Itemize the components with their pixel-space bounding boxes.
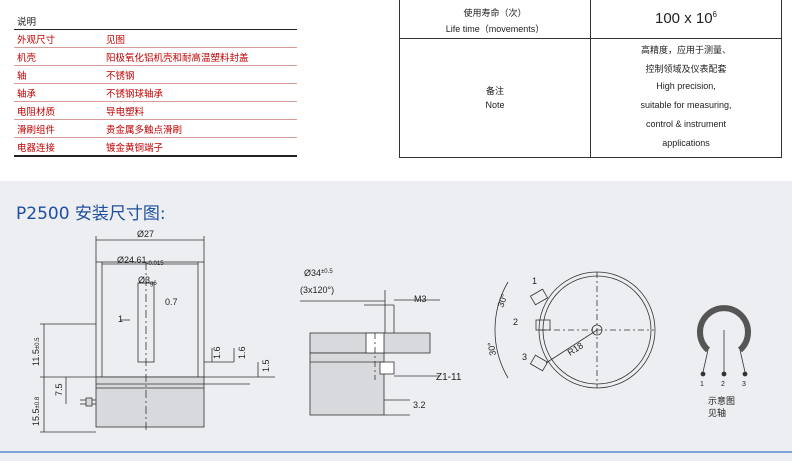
table-row: 电阻材质导电塑料 [14, 101, 297, 120]
life-table: 使用寿命（次） Life time（movements） 100 x 106 备… [399, 0, 782, 158]
spec-key: 外观尺寸 [14, 29, 103, 48]
spec-value: 镀金黄铜端子 [103, 137, 297, 157]
note-line: 高精度，应用于测量、 [640, 45, 731, 55]
dim-3x120: (3x120°) [300, 285, 334, 295]
dim-1-6b: 1.6 [237, 346, 247, 359]
spec-value: 不锈钢球轴承 [103, 83, 297, 102]
table-row: 轴承不锈钢球轴承 [14, 83, 297, 102]
table-divider [590, 0, 591, 157]
rear-view [494, 271, 656, 389]
dim-angle-30b: 30° [486, 341, 498, 357]
terminal-label: 2 [513, 317, 518, 327]
schematic-caption: 见轴 [708, 407, 726, 419]
spec-value: 阳极氧化铝机壳和耐高温塑料封盖 [103, 47, 297, 66]
dim-0-7: 0.7 [165, 297, 178, 307]
terminal-label: 3 [522, 352, 527, 362]
note-label-cn: 备注 [485, 86, 504, 96]
dim-7-5: 7.5 [54, 383, 64, 396]
spec-key: 滑刷组件 [14, 119, 103, 138]
dim-dia2461: Ø24.61-0.015 [117, 255, 164, 267]
spec-key: 轴承 [14, 83, 103, 102]
schematic-pin-label: 1 [700, 381, 704, 388]
dim-3-2: 3.2 [413, 400, 426, 410]
note-line: suitable for measuring, [640, 100, 732, 110]
dim-1: 1 [118, 314, 123, 324]
dim-1-5: 1.5 [261, 359, 271, 372]
note-label-en: Note [485, 100, 505, 110]
spec-value: 贵金属多触点滑刷 [103, 119, 297, 138]
spec-key: 电阻材质 [14, 101, 103, 120]
dim-z1-11: Z1-11 [436, 372, 462, 383]
table-row: 滑刷组件贵金属多触点滑刷 [14, 119, 297, 138]
table-row: 轴不锈钢 [14, 65, 297, 84]
footer-rule [0, 451, 792, 453]
note-line: High precision, [656, 81, 716, 91]
table-row: 电器连接镀金黄铜端子 [14, 137, 297, 157]
life-label-cn: 使用寿命（次） [463, 8, 527, 18]
terminal-label: 1 [532, 276, 537, 286]
dim-15-5: 15.5±0.8 [31, 396, 41, 426]
table-row: 外观尺寸见图 [14, 29, 297, 48]
schematic-caption: 示意图 [708, 395, 735, 407]
spec-value: 见图 [103, 29, 297, 48]
spec-value: 不锈钢 [103, 65, 297, 84]
spec-key: 机壳 [14, 47, 103, 66]
note-line: 控制领域及仪表配套 [645, 64, 727, 74]
note-line: applications [662, 138, 710, 148]
dim-dia27: Ø27 [137, 229, 154, 239]
schematic-pin-label: 2 [721, 381, 725, 388]
dim-1-6a: 1.6 [212, 346, 222, 359]
spec-key: 轴 [14, 65, 103, 84]
dim-dia3: Ø3g6 [138, 275, 157, 287]
dim-11-5: 11.5±0.5 [31, 337, 41, 366]
dim-angle-30a: 30° [495, 292, 509, 309]
life-value: 100 x 106 [655, 10, 717, 27]
dim-m3: M3 [414, 294, 427, 304]
section-title: P2500 安装尺寸图: [16, 204, 166, 224]
spec-table-header: 说明 [14, 12, 297, 30]
spec-value: 导电塑料 [103, 101, 297, 120]
dim-r18: R18 [566, 340, 585, 357]
schematic-symbol [697, 305, 751, 377]
life-exponent: 6 [712, 10, 717, 19]
note-line: control & instrument [645, 119, 727, 129]
front-view [40, 236, 275, 433]
spec-table: 说明 外观尺寸见图 机壳阳极氧化铝机壳和耐高温塑料封盖 轴不锈钢 轴承不锈钢球轴… [14, 12, 297, 157]
dim-dia34: Ø34±0.5 [304, 268, 333, 278]
schematic-pin-label: 3 [742, 381, 746, 388]
life-label-en: Life time（movements） [445, 24, 545, 34]
spec-key: 电器连接 [14, 137, 103, 157]
side-view [300, 290, 440, 416]
table-row: 机壳阳极氧化铝机壳和耐高温塑料封盖 [14, 47, 297, 66]
